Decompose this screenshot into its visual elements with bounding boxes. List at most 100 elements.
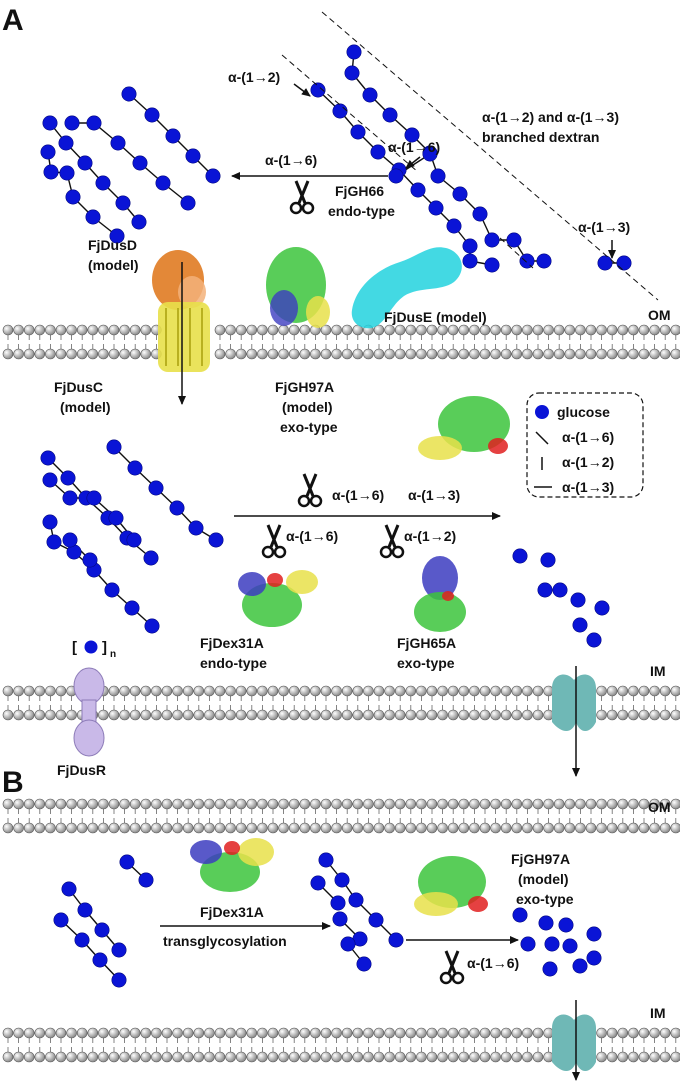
glucose-unit — [382, 107, 398, 123]
gh65a-linkage-label: α-(1→2) — [404, 528, 456, 544]
fjdex31a-type: endo-type — [200, 655, 267, 671]
glucose-unit — [350, 124, 366, 140]
fjdex31a-label: FjDex31A — [200, 635, 264, 651]
glucose-unit — [111, 972, 127, 988]
fjgh97a-label-3: exo-type — [280, 419, 338, 435]
fjgh97a-protein-structure-b — [414, 856, 488, 916]
glucose-unit — [43, 164, 59, 180]
glucose-unit — [111, 942, 127, 958]
fjdusr-receptor — [73, 667, 105, 757]
scissors-icon — [289, 180, 315, 215]
glucose-unit — [356, 956, 372, 972]
scissors-icon — [297, 473, 323, 508]
glucose-unit — [82, 552, 98, 568]
glucose-unit — [59, 165, 75, 181]
fjgh97a-label-2: (model) — [282, 399, 333, 415]
glucose-unit — [542, 961, 558, 977]
glucose-unit — [594, 600, 610, 616]
om-label-b: OM — [648, 799, 671, 815]
glucose-unit — [540, 552, 556, 568]
glucose-unit — [143, 550, 159, 566]
glucose-unit — [205, 168, 221, 184]
glucose-unit — [95, 175, 111, 191]
im-label-b: IM — [650, 1005, 666, 1021]
fjdusr-label: FjDusR — [57, 762, 106, 778]
glucose-unit — [558, 917, 574, 933]
glucose-unit — [452, 186, 468, 202]
scissors-icon — [261, 524, 287, 559]
fjdex31a-protein-structure-b — [190, 838, 274, 892]
fjgh66-type: endo-type — [328, 203, 395, 219]
glucose-unit — [144, 107, 160, 123]
fjduse-label: FjDusE (model) — [384, 309, 487, 325]
glucose-unit — [65, 189, 81, 205]
linkage-label-a12: α-(1→2) — [228, 69, 280, 85]
glucose-unit — [519, 253, 535, 269]
glucose-unit — [42, 472, 58, 488]
glucose-unit — [346, 44, 362, 60]
dextran-guide-line-2 — [321, 11, 659, 301]
glucose-unit — [42, 115, 58, 131]
glucose-unit — [446, 218, 462, 234]
glucose-unit — [348, 892, 364, 908]
glucose-unit — [562, 938, 578, 954]
glucose-unit — [40, 144, 56, 160]
glucose-unit — [108, 510, 124, 526]
gh97a-linkage-label-13: α-(1→3) — [408, 487, 460, 503]
legend-glucose-icon — [535, 405, 549, 419]
glucose-unit — [155, 175, 171, 191]
glucose-chains — [40, 44, 632, 988]
dusr-ligand-subscript: n — [110, 649, 116, 660]
glucose-unit — [94, 922, 110, 938]
glucose-unit — [544, 936, 560, 952]
glucose-unit — [388, 168, 404, 184]
glucose-unit — [332, 911, 348, 927]
glucose-unit — [104, 582, 120, 598]
fjgh65a-type: exo-type — [397, 655, 455, 671]
glucose-unit — [332, 103, 348, 119]
linkage-arrow-a16-top — [405, 156, 421, 169]
glucose-unit — [77, 155, 93, 171]
glucose-unit — [148, 480, 164, 496]
dextran-guide-line-3 — [499, 237, 534, 269]
glucose-unit — [318, 852, 334, 868]
dusr-ligand-open: [ — [72, 639, 77, 656]
fjdusd-label-1: FjDusD — [88, 237, 137, 253]
fjdusc-label-1: FjDusC — [54, 379, 103, 395]
glucose-unit — [180, 195, 196, 211]
glucose-unit — [131, 214, 147, 230]
glucose-unit — [344, 65, 360, 81]
glucose-unit — [512, 548, 528, 564]
im-transporter-b — [552, 1014, 596, 1071]
glucose-unit — [109, 228, 125, 244]
linkage-label-a16-top: α-(1→6) — [388, 139, 440, 155]
glucose-unit — [169, 500, 185, 516]
legend-a12: α-(1→2) — [562, 454, 614, 470]
glucose-unit — [370, 144, 386, 160]
legend-a13: α-(1→3) — [562, 479, 614, 495]
fjdex31a-label-b: FjDex31A — [200, 904, 264, 920]
glucose-unit — [138, 872, 154, 888]
glucose-unit — [46, 534, 62, 550]
im-transporter-a — [552, 674, 596, 731]
glucose-unit — [132, 155, 148, 171]
glucose-unit — [597, 255, 613, 271]
fjgh66-name: FjGH66 — [335, 183, 384, 199]
branched-dextran-title-2: branched dextran — [482, 129, 599, 145]
glucose-unit — [570, 592, 586, 608]
fjgh65a-protein-structure — [414, 556, 466, 632]
glucose-unit — [430, 168, 446, 184]
glucose-unit — [53, 912, 69, 928]
glucose-unit — [334, 872, 350, 888]
linkage-label-a13: α-(1→3) — [578, 219, 630, 235]
glucose-unit — [512, 907, 528, 923]
glucose-unit — [86, 490, 102, 506]
glucose-unit — [616, 255, 632, 271]
glucose-unit — [188, 520, 204, 536]
glucose-unit — [537, 582, 553, 598]
glucose-unit — [126, 532, 142, 548]
legend-glucose: glucose — [557, 404, 610, 420]
fjgh97a-label-b-1: FjGH97A — [511, 851, 570, 867]
gh97a-linkage-label-16: α-(1→6) — [332, 487, 384, 503]
legend-box — [526, 392, 644, 498]
